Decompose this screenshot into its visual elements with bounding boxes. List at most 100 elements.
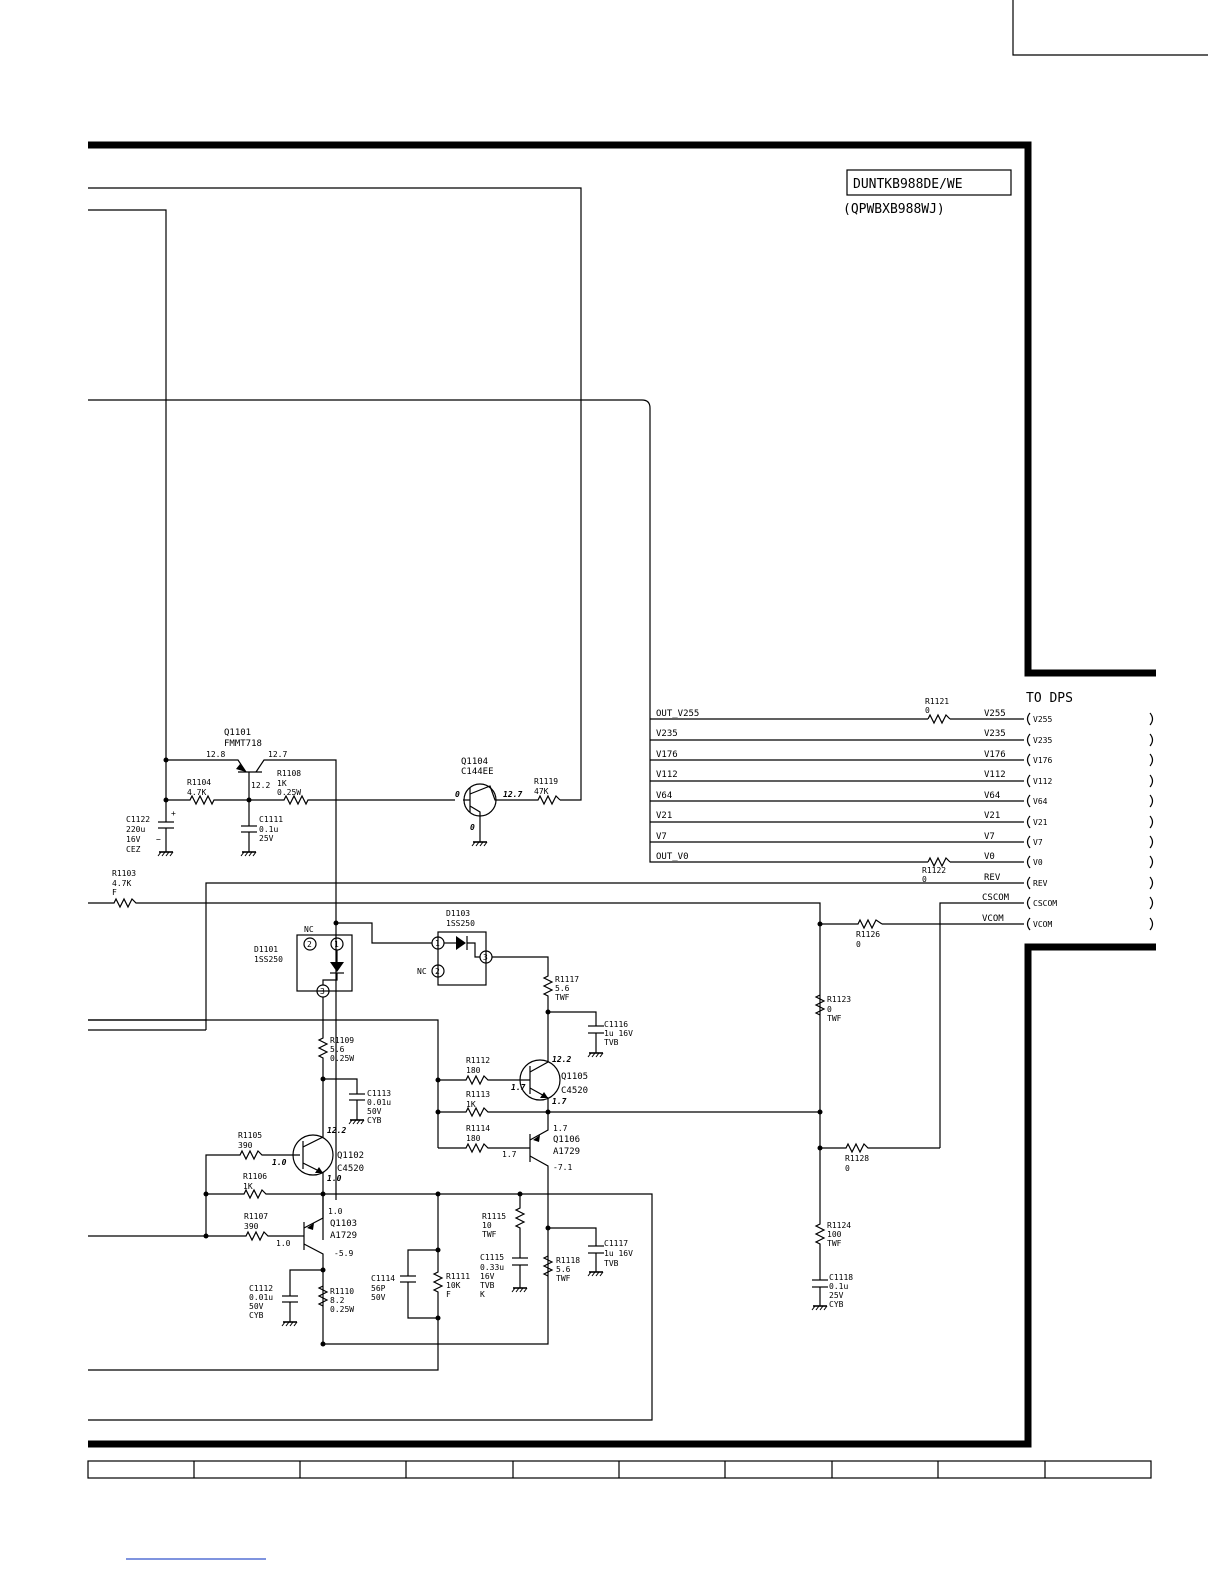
c1113-ref: C1113 xyxy=(367,1089,391,1098)
c1117-type: TVB xyxy=(604,1259,619,1268)
c1116-value: 1u 16V xyxy=(604,1029,633,1038)
svg-text:1: 1 xyxy=(334,940,339,949)
corner-box xyxy=(1012,0,1208,56)
svg-text:V0: V0 xyxy=(1033,858,1043,867)
r1104-symbol xyxy=(166,794,249,806)
q1105-b-volt: 1.7 xyxy=(511,1083,526,1092)
wire-top-2 xyxy=(88,209,167,760)
svg-text:1: 1 xyxy=(435,939,440,948)
q1103-c-volt: -5.9 xyxy=(334,1249,353,1258)
c1113-volt: 50V xyxy=(367,1107,382,1116)
c1118-cap: 0.1u xyxy=(829,1282,848,1291)
wire-d1103-in xyxy=(336,922,432,944)
svg-text:CSCOM: CSCOM xyxy=(1033,899,1057,908)
svg-text:+: + xyxy=(171,809,176,818)
connector-pin-v112: V112 xyxy=(1026,774,1154,788)
svg-text:2: 2 xyxy=(435,967,440,976)
c1112-cap: 0.01u xyxy=(249,1293,273,1302)
r1123-type: TWF xyxy=(827,1014,842,1023)
bus-wires xyxy=(205,718,1024,1148)
r1113-value: 1K xyxy=(466,1100,476,1109)
q1102-b-volt: 1.0 xyxy=(272,1158,287,1167)
r1123-value: 0 xyxy=(827,1005,832,1014)
c1117-capacitor xyxy=(548,1227,604,1277)
q1101-ref: Q1101 xyxy=(224,728,251,738)
r1105-value: 390 xyxy=(238,1141,253,1150)
wire-left-3 xyxy=(88,1019,439,1148)
q1104-out-volt: 12.7 xyxy=(503,790,522,799)
r1104-ref: R1104 xyxy=(187,778,211,787)
r1121-ref: R1121 xyxy=(925,697,949,706)
d1101-diode: 2 1 3 xyxy=(296,934,353,998)
q1106-transistor xyxy=(323,1112,549,1345)
connector-pin-vcom: VCOM xyxy=(1026,917,1154,931)
connector-pin-v64: V64 xyxy=(1026,794,1154,808)
c1111-cap: 0.1u xyxy=(259,825,278,834)
c1117-ref: C1117 xyxy=(604,1239,628,1248)
r1111-value: 10K xyxy=(446,1281,461,1290)
q1105-e-volt: 1.7 xyxy=(552,1097,567,1106)
q1105-ref: Q1105 xyxy=(561,1072,588,1082)
r1123-ref: R1123 xyxy=(827,995,851,1004)
d1103-diode: 1 2 3 xyxy=(431,931,493,986)
d1103-type: 1SS250 xyxy=(446,919,475,928)
r1111-ref: R1111 xyxy=(446,1272,470,1281)
r1124-type: TWF xyxy=(827,1239,842,1248)
r1103-symbol xyxy=(88,897,821,1200)
c1115-capacitor xyxy=(511,1257,528,1293)
q1102-transistor xyxy=(292,1120,334,1240)
d1103-nc: NC xyxy=(417,967,427,976)
svg-text:V64: V64 xyxy=(656,791,672,801)
svg-text:V112: V112 xyxy=(1033,777,1052,786)
r1107-symbol xyxy=(88,1230,300,1242)
r1119-ref: R1119 xyxy=(534,777,558,786)
model-sub-label: (QPWBXB988WJ) xyxy=(843,202,945,217)
r1105-ref: R1105 xyxy=(238,1131,262,1140)
q1104-gnd-volt: 0 xyxy=(470,823,475,832)
r1107-ref: R1107 xyxy=(244,1212,268,1221)
r1117-value: 5.6 xyxy=(555,984,570,993)
r1119-symbol xyxy=(530,794,561,806)
svg-text:V7: V7 xyxy=(984,832,995,842)
svg-text:OUT_V255: OUT_V255 xyxy=(656,709,699,719)
connector-pin-v176: V176 xyxy=(1026,753,1154,767)
model-label-box xyxy=(846,169,1012,196)
r1114-ref: R1114 xyxy=(466,1124,490,1133)
r1119-value: 47K xyxy=(534,787,549,796)
svg-text:V176: V176 xyxy=(984,750,1006,760)
svg-text:V112: V112 xyxy=(656,770,678,780)
connector-pin-cscom: CSCOM xyxy=(1026,896,1154,910)
q1103-transistor xyxy=(300,1194,324,1344)
c1112-ref: C1112 xyxy=(249,1284,273,1293)
c1122-type: CEZ xyxy=(126,845,141,854)
svg-text:V235: V235 xyxy=(984,729,1006,739)
c1111-volt: 25V xyxy=(259,834,274,843)
model-label: DUNTKB988DE/WE xyxy=(853,177,963,192)
c1114-cap: 56P xyxy=(371,1284,386,1293)
r1117-ref: R1117 xyxy=(555,975,579,984)
c1118-volt: 25V xyxy=(829,1291,844,1300)
c1122-ref: C1122 xyxy=(126,815,150,824)
r1117-type: TWF xyxy=(555,993,570,1002)
r1117-symbol xyxy=(492,956,554,1060)
connector-pin-rev: REV xyxy=(1026,876,1154,890)
r1109-symbol xyxy=(317,997,329,1120)
d1103-ref: D1103 xyxy=(446,909,470,918)
r1128-ref: R1128 xyxy=(845,1154,869,1163)
r1115-value: 10 xyxy=(482,1221,492,1230)
r1110-value: 8.2 xyxy=(330,1296,345,1305)
svg-text:V21: V21 xyxy=(1033,818,1048,827)
r1106-symbol xyxy=(88,1188,653,1421)
r1112-symbol xyxy=(438,1074,530,1086)
r1110-power: 0.25W xyxy=(330,1305,354,1314)
q1106-type: A1729 xyxy=(553,1147,580,1157)
svg-text:V21: V21 xyxy=(984,811,1000,821)
r1124-symbol xyxy=(814,1200,826,1280)
r1121-value: 0 xyxy=(925,706,930,715)
connector-pin-v7: V7 xyxy=(1026,835,1154,849)
r1115-type: TWF xyxy=(482,1230,497,1239)
c1122-cap: 220u xyxy=(126,825,145,834)
r1128-value: 0 xyxy=(845,1164,850,1173)
svg-text:V255: V255 xyxy=(1033,715,1052,724)
r1109-power: 0.25W xyxy=(330,1054,354,1063)
